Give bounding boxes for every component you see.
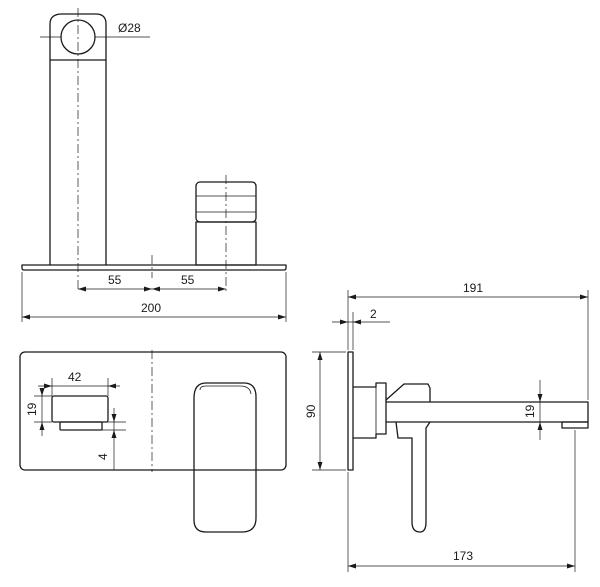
handle-side-top (385, 383, 431, 403)
dim-label-outlet-height: 19 (523, 404, 537, 418)
dim-label-spout-reach: 173 (453, 549, 473, 563)
dim-label-handle-height: 19 (25, 402, 39, 416)
outlet-front (51, 395, 109, 423)
dim-label-plate-height: 90 (304, 404, 318, 418)
spout-side (385, 401, 589, 423)
front-view: 42 19 4 (19, 350, 287, 533)
dim-label-outlet-dia: Ø28 (118, 21, 141, 35)
dim-label-plate-width: 200 (141, 301, 161, 315)
handle-lever-front (193, 382, 257, 533)
wall-plate-side (347, 351, 354, 471)
dim-label-handle-width: 42 (68, 370, 82, 384)
side-view: 191 2 90 19 173 (304, 281, 589, 572)
plate-top-edge (21, 264, 287, 271)
top-view: Ø28 55 55 200 (21, 8, 287, 322)
dim-label-spacing-left: 55 (108, 273, 122, 287)
outlet-aerator (59, 421, 103, 431)
dim-label-total-depth: 191 (463, 281, 483, 295)
body-side (352, 382, 387, 439)
wall-plate-front (19, 351, 287, 471)
lever-side (395, 421, 431, 533)
dim-label-plate-thickness: 2 (370, 307, 377, 321)
dim-label-spacing-right: 55 (181, 273, 195, 287)
dim-label-gap: 4 (96, 453, 110, 460)
handle-lever-inner (199, 385, 252, 395)
aerator-side (561, 421, 589, 429)
